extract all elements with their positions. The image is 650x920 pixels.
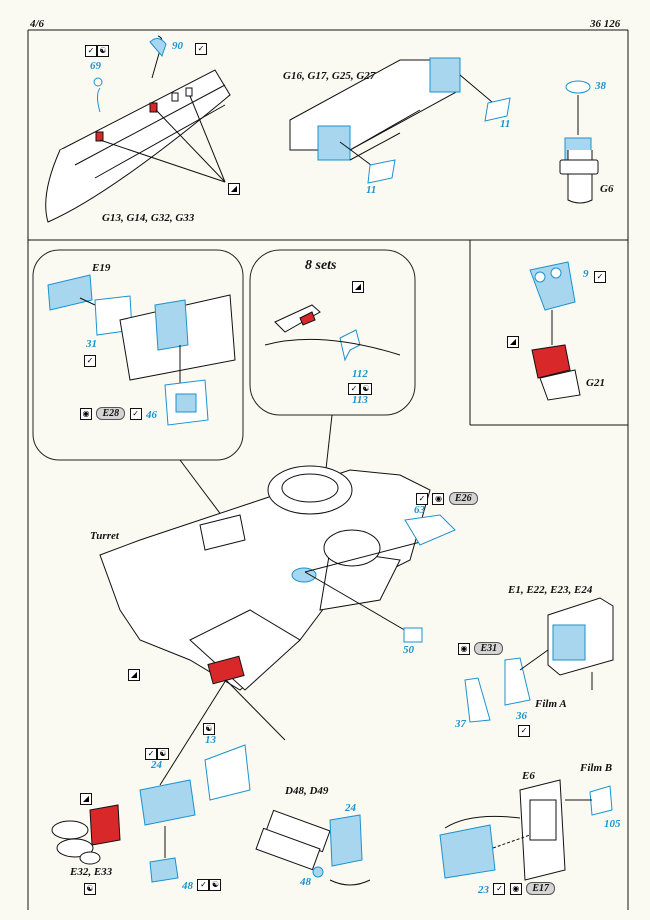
checkmark-icon: ✓ <box>85 44 97 57</box>
part-63: 63 <box>414 504 425 516</box>
part-113: 113 <box>352 394 368 406</box>
turret-drawing <box>99 465 431 691</box>
label-e6: E6 <box>522 770 535 782</box>
part-48b: 48 <box>300 876 311 888</box>
diagonal-bend-icon: ◢ <box>80 792 92 805</box>
seal-icon: ◉ <box>509 882 522 895</box>
icon-112: ✓☯ <box>348 380 372 398</box>
label-8-sets: 8 sets <box>305 258 337 273</box>
caption-g16: G16, G17, G25, G27 <box>283 70 376 82</box>
icon-diag-top: ◢ <box>228 180 240 198</box>
icon-9: ✓ <box>594 268 606 286</box>
part-90: 90 <box>172 40 183 52</box>
bottom-left-parts <box>51 744 251 883</box>
icon-diag-main: ◢ <box>128 666 140 684</box>
part-11b: 11 <box>366 184 377 196</box>
part-24b: 24 <box>345 802 356 814</box>
part-37: 37 <box>455 718 466 730</box>
seal-icon: ◉ <box>432 492 445 505</box>
part-50: 50 <box>403 644 414 656</box>
checkmark-icon: ✓ <box>348 382 360 395</box>
g21-part <box>529 261 581 401</box>
yin-yang-icon: ☯ <box>157 747 169 760</box>
part-48-group: 48 ✓☯ <box>182 876 222 894</box>
ref-e31: E31 <box>474 642 504 656</box>
part-13: 13 <box>205 734 216 746</box>
page-number: 4/6 <box>30 18 45 30</box>
part-24: 24 <box>151 759 162 771</box>
yin-yang-icon: ☯ <box>97 44 109 57</box>
checkmark-icon: ✓ <box>129 407 142 420</box>
checkmark-icon: ✓ <box>145 747 157 760</box>
caption-g13: G13, G14, G32, G33 <box>102 212 195 224</box>
e6-box <box>439 779 613 881</box>
yin-yang-icon: ☯ <box>209 878 222 891</box>
yin-yang-icon: ☯ <box>360 382 372 395</box>
checkmark-icon: ✓ <box>416 492 428 505</box>
part-46: 46 <box>146 409 158 421</box>
fender-assembly <box>289 57 511 184</box>
label-e1-group: E1, E22, E23, E24 <box>508 584 593 596</box>
part-112: 112 <box>352 368 368 380</box>
diagonal-bend-icon: ◢ <box>352 280 364 293</box>
icon-group-69: ✓☯ <box>85 42 109 60</box>
part-48: 48 <box>182 880 193 892</box>
e31-ref-group: ◉ E31 <box>458 640 504 658</box>
part-38: 38 <box>595 80 606 92</box>
icon-diag-bubble: ◢ <box>352 278 364 296</box>
caption-g21: G21 <box>586 377 605 389</box>
icon-diag-e32: ◢ <box>80 790 92 808</box>
part-36: 36 <box>516 710 527 722</box>
label-turret: Turret <box>90 530 119 542</box>
e26-ref-group: ✓ ◉ E26 <box>416 490 478 508</box>
checkmark-icon: ✓ <box>518 724 530 737</box>
bubble-left-drawing <box>47 274 236 426</box>
icon-24: ✓☯ <box>145 745 169 763</box>
part-9: 9 <box>583 268 589 280</box>
label-d48: D48, D49 <box>285 785 329 797</box>
ref-e26: E26 <box>448 492 478 506</box>
e28-ref-group: ◉ E28 ✓ 46 <box>80 405 157 423</box>
seal-icon: ◉ <box>80 407 92 420</box>
part-31: 31 <box>86 338 97 350</box>
e1-box <box>464 597 614 723</box>
icon-36: ✓ <box>518 722 530 740</box>
d48-parts <box>255 809 371 886</box>
icon-diag-g21: ◢ <box>507 333 519 351</box>
checkmark-icon: ✓ <box>84 354 96 367</box>
kit-code: 36 126 <box>590 18 621 30</box>
ref-e28: E28 <box>96 407 126 421</box>
diagonal-bend-icon: ◢ <box>507 335 519 348</box>
yin-yang-icon: ☯ <box>84 882 96 895</box>
dozer-blade <box>45 35 231 223</box>
label-film-b: Film B <box>580 762 613 774</box>
part-69: 69 <box>90 60 101 72</box>
label-e19: E19 <box>92 262 111 274</box>
icon-e32: ☯ <box>84 880 96 898</box>
label-e32: E32, E33 <box>70 866 113 878</box>
caption-g6: G6 <box>600 183 614 195</box>
seal-icon: ◉ <box>458 642 470 655</box>
yin-yang-icon: ☯ <box>203 722 215 735</box>
checkmark-icon: ✓ <box>195 42 207 55</box>
ref-e17: E17 <box>526 882 556 896</box>
diagonal-bend-icon: ◢ <box>228 182 240 195</box>
label-film-a: Film A <box>535 698 567 710</box>
bubble-right-drawing <box>264 304 401 362</box>
icon-13: ☯ <box>203 720 215 738</box>
e17-ref-group: 23 ✓ ◉ E17 <box>478 880 556 898</box>
diagonal-bend-icon: ◢ <box>128 668 140 681</box>
checkmark-icon: ✓ <box>493 882 506 895</box>
icon-31: ✓ <box>84 352 96 370</box>
checkmark-icon: ✓ <box>197 878 210 891</box>
part-11a: 11 <box>500 118 511 130</box>
checkmark-icon: ✓ <box>594 270 606 283</box>
part-23: 23 <box>478 884 489 896</box>
icon-90: ✓ <box>195 40 207 58</box>
g6-part <box>559 80 599 204</box>
part-105: 105 <box>604 818 621 830</box>
